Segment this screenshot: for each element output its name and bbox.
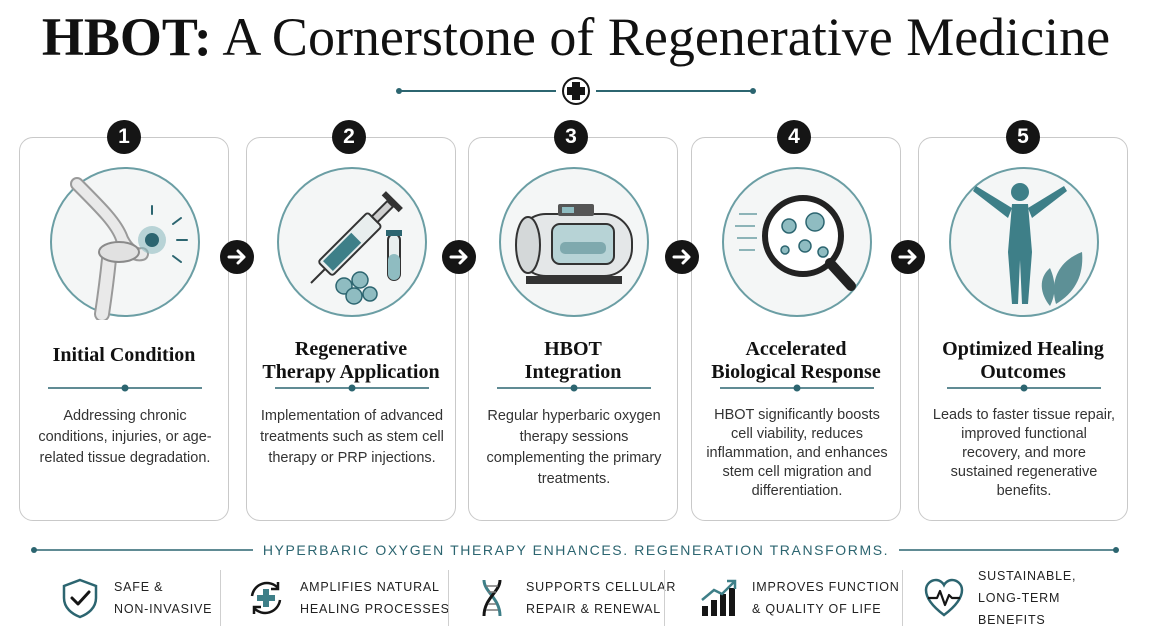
step-card-healing-outcomes: Optimized Healing Outcomes Leads to fast… (918, 137, 1128, 521)
benefit-separator (902, 570, 903, 626)
step-number-4: 4 (777, 120, 811, 154)
benefit-line2: NON-INVASIVE (114, 602, 213, 616)
benefit-separator (664, 570, 665, 626)
card-divider (275, 384, 429, 392)
card-description: Addressing chronic conditions, injuries,… (38, 408, 212, 466)
card-title: Accelerated Biological Response (692, 338, 900, 384)
title-divider (396, 77, 756, 105)
benefit-line1: SUSTAINABLE, (978, 569, 1077, 583)
tagline: HYPERBARIC OXYGEN THERAPY ENHANCES. REGE… (0, 542, 1152, 558)
benefit-amplifies: AMPLIFIES NATURAL HEALING PROCESSES (244, 566, 450, 630)
shield-check-icon (62, 578, 98, 619)
benefit-line2: HEALING PROCESSES (300, 602, 450, 616)
card-title-line2: Therapy Application (262, 361, 440, 383)
benefit-line2: & QUALITY OF LIFE (752, 602, 882, 616)
card-title-line1: Optimized Healing (942, 338, 1104, 360)
benefit-supports: SUPPORTS CELLULAR REPAIR & RENEWAL (470, 566, 676, 630)
step-number-1: 1 (107, 120, 141, 154)
card-title: Regenerative Therapy Application (247, 338, 455, 384)
card-title-line2: Integration (524, 361, 622, 383)
title-bold: HBOT: (41, 7, 212, 67)
card-description: Implementation of advanced treatments su… (260, 408, 444, 466)
benefit-safe: SAFE & NON-INVASIVE (58, 566, 212, 630)
card-description: Leads to faster tissue repair, improved … (932, 407, 1116, 499)
card-title-line1: Accelerated (745, 338, 847, 360)
benefit-line2: LONG-TERM BENEFITS (978, 591, 1061, 627)
card-divider (48, 384, 202, 392)
benefit-separator (448, 570, 449, 626)
heart-pulse-icon (924, 578, 964, 617)
cycle-plus-icon (250, 581, 282, 615)
benefit-separator (220, 570, 221, 626)
benefit-line1: AMPLIFIES NATURAL (300, 580, 440, 594)
step-card-hbot-integration: HBOT Integration Regular hyperbaric oxyg… (468, 137, 678, 521)
benefit-line1: IMPROVES FUNCTION (752, 580, 900, 594)
hyperbaric-chamber-icon (499, 167, 649, 317)
card-title: Optimized Healing Outcomes (919, 338, 1127, 384)
benefit-line2: REPAIR & RENEWAL (526, 602, 662, 616)
step-number-5: 5 (1006, 120, 1040, 154)
syringe-icon (277, 167, 427, 317)
step-card-regenerative-therapy: Regenerative Therapy Application Impleme… (246, 137, 456, 521)
growth-chart-icon (701, 579, 737, 616)
arrow-right-icon (442, 240, 476, 274)
healthy-figure-icon (949, 167, 1099, 317)
step-number-2: 2 (332, 120, 366, 154)
card-divider (497, 384, 651, 392)
medical-cross-icon (562, 77, 590, 105)
step-number-3: 3 (554, 120, 588, 154)
card-title-line2: Outcomes (980, 361, 1066, 383)
card-description: HBOT significantly boosts cell viability… (706, 407, 888, 499)
tagline-text: HYPERBARIC OXYGEN THERAPY ENHANCES. REGE… (252, 542, 900, 558)
title-rest: A Cornerstone of Regenerative Medicine (211, 7, 1111, 67)
page-title: HBOT: A Cornerstone of Regenerative Medi… (0, 6, 1152, 68)
benefit-improves: IMPROVES FUNCTION & QUALITY OF LIFE (696, 566, 900, 630)
card-title-line2: Biological Response (711, 361, 881, 383)
benefit-line1: SAFE & (114, 580, 164, 594)
arrow-right-icon (665, 240, 699, 274)
card-title: HBOT Integration (469, 338, 677, 384)
card-title: Initial Condition (52, 344, 196, 366)
step-card-initial-condition: Initial Condition Addressing chronic con… (19, 137, 229, 521)
card-divider (947, 384, 1101, 392)
card-title-line1: HBOT (544, 338, 602, 360)
card-description: Regular hyperbaric oxygen therapy sessio… (486, 408, 662, 487)
card-divider (720, 384, 874, 392)
arrow-right-icon (891, 240, 925, 274)
arrow-right-icon (220, 240, 254, 274)
benefit-sustainable: SUSTAINABLE, LONG-TERM BENEFITS (922, 566, 1126, 630)
magnifier-cells-icon (722, 167, 872, 317)
benefits-row: SAFE & NON-INVASIVE AMPLIFIES NATURAL HEAL… (36, 566, 1126, 630)
step-card-biological-response: Accelerated Biological Response HBOT sig… (691, 137, 901, 521)
card-title-line1: Regenerative (294, 338, 408, 360)
benefit-line1: SUPPORTS CELLULAR (526, 580, 677, 594)
knee-joint-icon (50, 167, 200, 320)
dna-icon (482, 579, 502, 617)
